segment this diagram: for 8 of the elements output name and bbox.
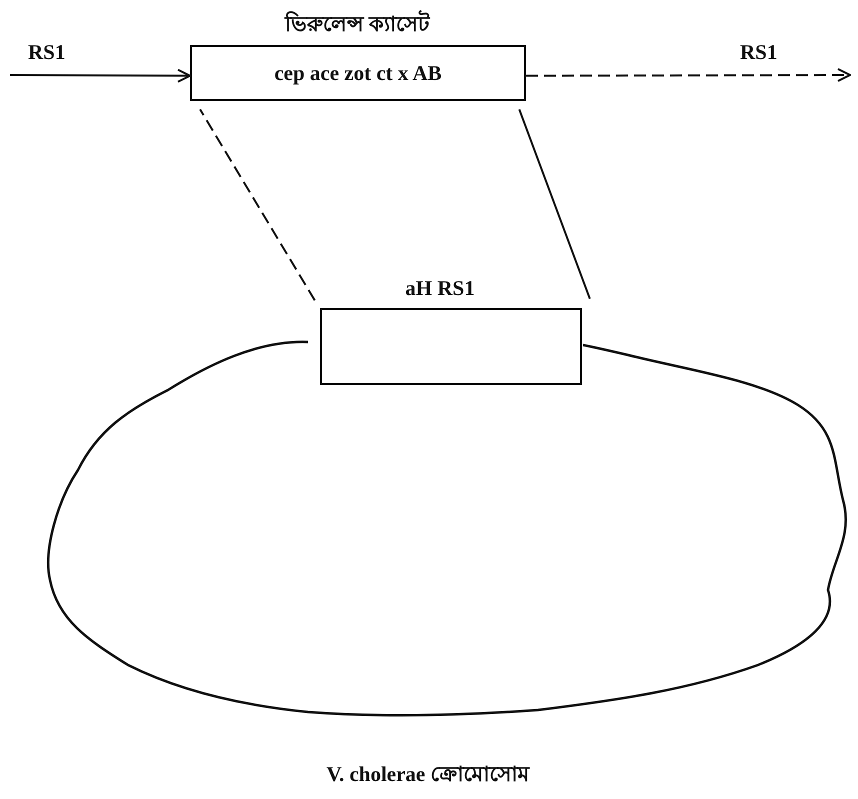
chromosome-caption: V. cholerae ক্রোমোসোম <box>325 761 531 788</box>
arrow <box>526 68 851 82</box>
site-label: aH RS1 <box>405 276 475 301</box>
connector-line <box>199 108 316 301</box>
arrow <box>10 68 191 83</box>
cassette-title: ভিরুলেন্স ক্যাসেট <box>284 9 430 38</box>
gene-cassette-box: cep ace zot ct x AB <box>190 45 526 101</box>
connector-line <box>518 109 591 300</box>
